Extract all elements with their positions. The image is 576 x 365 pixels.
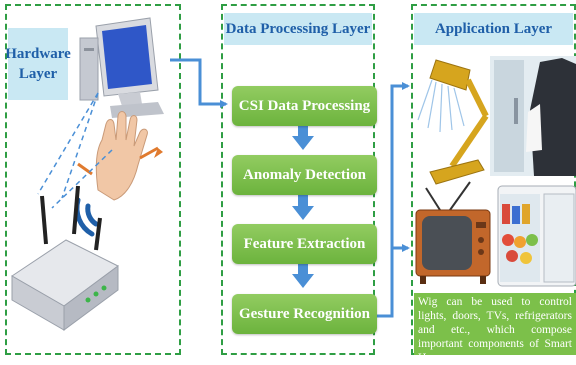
hardware-layer-panel — [5, 4, 181, 355]
refrigerator-icon — [497, 185, 576, 287]
door-with-person-icon — [490, 56, 576, 176]
desk-lamp-icon — [417, 59, 489, 185]
step-anomaly-detection: Anomaly Detection — [232, 155, 377, 195]
hardware-layer-header: Hardware Layer — [5, 28, 71, 100]
television-icon — [415, 181, 491, 284]
hand-gesture-icon — [77, 111, 163, 201]
down-arrow-3 — [292, 263, 314, 288]
step-csi-data-processing: CSI Data Processing — [232, 86, 377, 126]
signal-path-lines — [37, 92, 113, 209]
application-layer-header: Application Layer — [414, 13, 573, 45]
step-gesture-recognition: Gesture Recognition — [232, 294, 377, 334]
wireless-router-icon — [11, 185, 119, 331]
desktop-computer-icon — [79, 17, 164, 118]
down-arrow-1 — [292, 125, 314, 150]
down-arrow-2 — [292, 195, 314, 220]
step-feature-extraction: Feature Extraction — [232, 224, 377, 264]
wifi-waves-icon — [74, 197, 99, 237]
data-processing-layer-header: Data Processing Layer — [224, 13, 372, 45]
arrow-to-applications-top — [377, 82, 410, 318]
arrow-hardware-to-processing — [170, 58, 228, 108]
application-description: Wig can be used to control lights, doors… — [414, 293, 576, 364]
